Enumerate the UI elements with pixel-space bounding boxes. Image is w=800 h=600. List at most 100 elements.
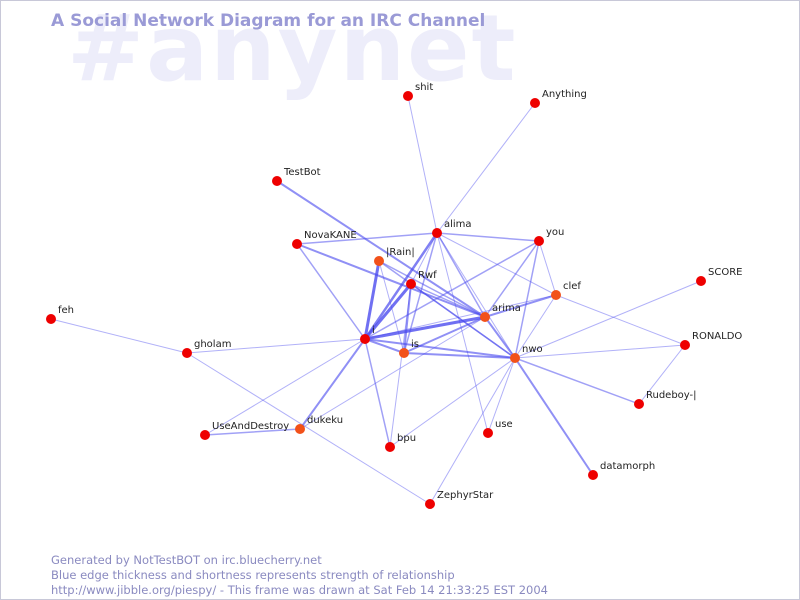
edge-gholam-ZephyrStar — [186, 352, 431, 505]
node-nwo: nwo — [510, 344, 543, 363]
edge-shit-alima — [407, 95, 438, 234]
edge-alima-nwo — [436, 232, 516, 359]
edge-i-nwo — [364, 338, 516, 359]
node-dot-ZephyrStar — [425, 499, 435, 509]
footer-info: Generated by NotTestBOT on irc.bluecherr… — [51, 553, 548, 598]
node-label-SCORE: SCORE — [708, 267, 742, 278]
edge-feh-gholam — [50, 318, 188, 354]
node-UseAndDestroy: UseAndDestroy — [200, 421, 289, 440]
edge-NovaKANE-arima — [296, 243, 486, 318]
node-dot-UseAndDestroy — [200, 430, 210, 440]
node-use: use — [483, 419, 513, 438]
edge-SCORE-nwo — [514, 280, 702, 359]
node-Rudeboy: Rudeboy-| — [634, 390, 697, 409]
node-TestBot: TestBot — [272, 167, 321, 186]
node-Rain: |Rain| — [374, 247, 415, 266]
edge-nwo-bpu — [389, 357, 516, 448]
node-label-TestBot: TestBot — [283, 167, 321, 178]
node-dot-datamorph — [588, 470, 598, 480]
node-label-you: you — [546, 227, 564, 238]
node-label-i: i — [372, 325, 375, 336]
node-dot-bpu — [385, 442, 395, 452]
edge-dukeku-UseAndDestroy — [204, 428, 301, 436]
node-dukeku: dukeku — [295, 415, 343, 434]
node-label-Rwf: Rwf — [418, 270, 437, 281]
node-dot-shit — [403, 91, 413, 101]
edge-is-nwo — [403, 352, 516, 359]
edge-arima-i — [363, 315, 487, 341]
node-label-RONALDO: RONALDO — [692, 331, 742, 342]
node-dot-i — [360, 334, 370, 344]
node-bpu: bpu — [385, 433, 416, 452]
node-clef: clef — [551, 281, 581, 300]
node-i: i — [360, 325, 375, 344]
node-alima: alima — [432, 219, 472, 238]
edge-you-nwo — [514, 240, 540, 359]
node-shit: shit — [403, 82, 433, 101]
node-dot-you — [534, 236, 544, 246]
edge-RONALDO-Rudeboy — [638, 344, 686, 405]
edge-i-UseAndDestroy — [204, 338, 366, 436]
node-label-bpu: bpu — [397, 433, 416, 444]
node-NovaKANE: NovaKANE — [292, 230, 357, 249]
node-label-UseAndDestroy: UseAndDestroy — [212, 421, 289, 432]
edge-Rwf-bpu — [389, 283, 412, 448]
footer-timestamp: http://www.jibble.org/piespy/ - This fra… — [51, 583, 548, 597]
edge-i-is — [364, 338, 405, 354]
edge-nwo-Rudeboy — [514, 357, 640, 405]
node-label-NovaKANE: NovaKANE — [304, 230, 357, 241]
node-label-dukeku: dukeku — [307, 415, 343, 426]
edges-layer — [50, 95, 702, 505]
node-dot-RONALDO — [680, 340, 690, 350]
node-label-ZephyrStar: ZephyrStar — [437, 490, 494, 501]
edge-nwo-datamorph — [514, 357, 594, 476]
node-Rwf: Rwf — [406, 270, 437, 289]
node-dot-Rain — [374, 256, 384, 266]
edge-Rain-i — [363, 259, 381, 341]
node-dot-use — [483, 428, 493, 438]
edge-alima-clef — [436, 232, 557, 296]
footer-generated-by: Generated by NotTestBOT on irc.bluecherr… — [51, 553, 322, 567]
edge-nwo-use — [487, 357, 516, 434]
edge-clef-arima — [484, 294, 557, 318]
node-gholam: gholam — [182, 339, 231, 358]
node-dot-clef — [551, 290, 561, 300]
node-Anything: Anything — [530, 89, 587, 108]
edge-alima-is — [403, 232, 438, 354]
node-label-nwo: nwo — [522, 344, 543, 355]
node-is: is — [399, 339, 419, 358]
node-SCORE: SCORE — [696, 267, 742, 286]
node-RONALDO: RONALDO — [680, 331, 742, 350]
edge-arima-nwo — [484, 316, 516, 359]
node-dot-Rwf — [406, 279, 416, 289]
edge-i-bpu — [364, 338, 391, 448]
node-dot-feh — [46, 314, 56, 324]
node-label-feh: feh — [58, 305, 74, 316]
node-arima: arima — [480, 303, 521, 322]
node-feh: feh — [46, 305, 74, 324]
node-label-datamorph: datamorph — [600, 461, 655, 472]
edge-alima-i — [363, 231, 439, 341]
node-dot-Rudeboy — [634, 399, 644, 409]
node-dot-Anything — [530, 98, 540, 108]
node-label-Anything: Anything — [542, 89, 587, 100]
edge-nwo-ZephyrStar — [429, 357, 516, 505]
edge-alima-arima — [436, 232, 486, 318]
node-label-arima: arima — [492, 303, 521, 314]
node-dot-dukeku — [295, 424, 305, 434]
node-dot-gholam — [182, 348, 192, 358]
node-you: you — [534, 227, 564, 246]
channel-watermark: #anynet — [67, 0, 518, 102]
edge-alima-you — [436, 232, 540, 242]
edge-you-arima — [484, 240, 540, 318]
edge-i-gholam — [186, 338, 366, 354]
node-label-use: use — [495, 419, 513, 430]
node-dot-NovaKANE — [292, 239, 302, 249]
edge-Rain-arima — [378, 260, 486, 318]
node-label-gholam: gholam — [194, 339, 231, 350]
node-label-is: is — [411, 339, 419, 350]
node-dot-arima — [480, 312, 490, 322]
